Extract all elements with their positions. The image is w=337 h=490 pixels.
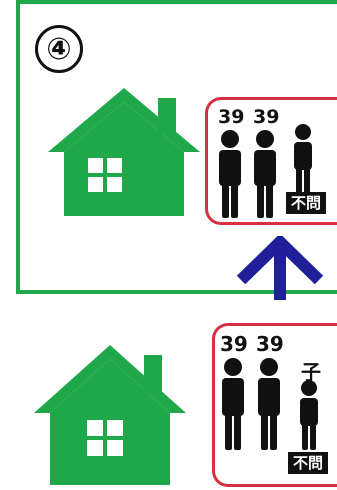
person-icon bbox=[217, 130, 243, 218]
person-icon bbox=[252, 130, 278, 218]
step-number: ④ bbox=[46, 31, 72, 67]
age-label: 39 bbox=[218, 106, 245, 128]
person-icon bbox=[220, 358, 246, 450]
person-icon bbox=[292, 124, 314, 194]
unrestricted-tag: 不問 bbox=[286, 192, 327, 214]
arrow-up-icon bbox=[235, 233, 325, 304]
age-label: 39 bbox=[256, 332, 284, 356]
person-icon bbox=[256, 358, 282, 450]
age-label: 39 bbox=[220, 332, 248, 356]
house-icon bbox=[34, 345, 186, 485]
child-label: 子 bbox=[301, 360, 321, 384]
unrestricted-tag: 不問 bbox=[288, 452, 329, 474]
house-icon bbox=[48, 88, 200, 216]
person-icon bbox=[298, 380, 320, 450]
step-number-badge: ④ bbox=[35, 25, 83, 73]
upper-section-frame bbox=[16, 0, 337, 294]
age-label: 39 bbox=[253, 106, 280, 128]
